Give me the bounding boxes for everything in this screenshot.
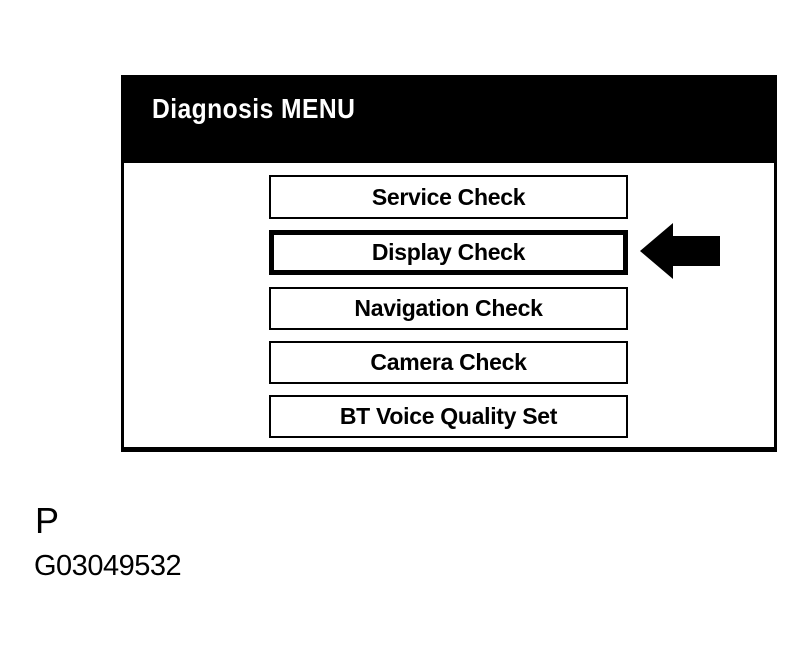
menu-button-navigation-check[interactable]: Navigation Check xyxy=(269,287,628,330)
menu-button-bt-voice-quality-set[interactable]: BT Voice Quality Set xyxy=(269,395,628,438)
screen-header: Diagnosis MENU xyxy=(124,78,774,163)
menu-button-service-check[interactable]: Service Check xyxy=(269,175,628,219)
screen-title: Diagnosis MENU xyxy=(152,93,356,124)
menu-button-display-check[interactable]: Display Check xyxy=(269,230,628,275)
menu-button-camera-check[interactable]: Camera Check xyxy=(269,341,628,384)
left-arrow-icon xyxy=(640,223,720,279)
figure-id-label: G03049532 xyxy=(34,550,182,582)
page-marker-label: P xyxy=(35,500,60,541)
